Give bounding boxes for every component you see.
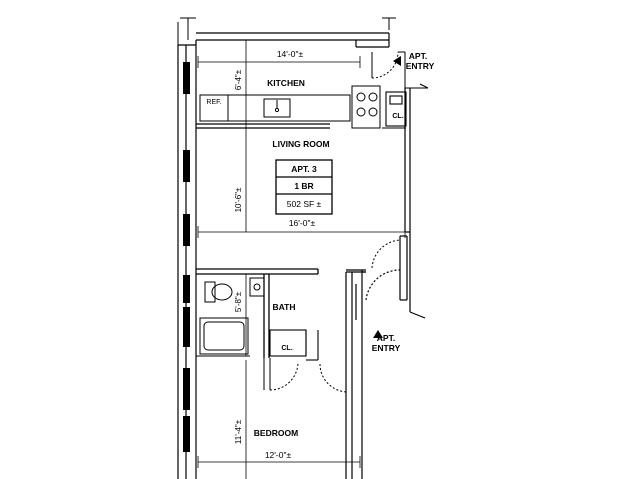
exterior-wall-left: [177, 40, 197, 479]
dim-kitchen-depth: 6'-4"±: [234, 69, 243, 90]
windows: [183, 62, 190, 452]
entry-arrow-mid: [373, 330, 383, 338]
kitchen-closet: [382, 91, 407, 129]
entry-mid-line2: ENTRY: [372, 343, 401, 353]
room-label-bath: BATH: [273, 302, 296, 312]
room-label-kitchen: KITCHEN: [267, 78, 305, 88]
apt-area: 502 SF ±: [287, 199, 322, 209]
apt-type: 1 BR: [294, 181, 313, 191]
apt-name: APT. 3: [291, 164, 317, 174]
entry-arrow-top: [393, 56, 401, 66]
dim-living-depth: 10'-6"±: [234, 187, 243, 212]
dim-top-width: 14'-0"±: [277, 49, 304, 59]
dim-bottom-width: 12'-0"±: [265, 450, 292, 460]
dim-bath-depth: 5'-8"±: [234, 291, 243, 312]
dimension-lines: [197, 39, 406, 479]
right-wall: [399, 88, 426, 319]
dim-bedroom-depth: 11'-4"±: [234, 419, 243, 444]
top-wall: [196, 32, 390, 48]
living-door: [371, 239, 401, 269]
dim-mid-width: 16'-0"±: [289, 218, 316, 228]
entry-door-top: [371, 51, 429, 89]
toilet: [204, 281, 233, 303]
closet-label-bath: CL.: [281, 345, 292, 352]
room-label-bedroom: BEDROOM: [254, 428, 298, 438]
kitchen-living-wall: [196, 123, 330, 129]
entry-mid-line1: APT.: [377, 333, 395, 343]
closet-label-kitchen: CL.: [392, 113, 403, 120]
bath-door: [263, 358, 349, 393]
bedroom-right-wall: [345, 269, 401, 479]
stove: [351, 85, 381, 129]
kitchen-counter: [199, 94, 351, 122]
sink: [249, 277, 265, 297]
bathtub: [196, 317, 250, 357]
ref-label: REF.: [206, 99, 221, 106]
room-label-living: LIVING ROOM: [272, 139, 329, 149]
entry-top-line2: ENTRY: [406, 61, 435, 71]
bath-closet: [269, 329, 319, 361]
apt-info-box: [275, 159, 333, 215]
entry-top-line1: APT.: [409, 51, 427, 61]
